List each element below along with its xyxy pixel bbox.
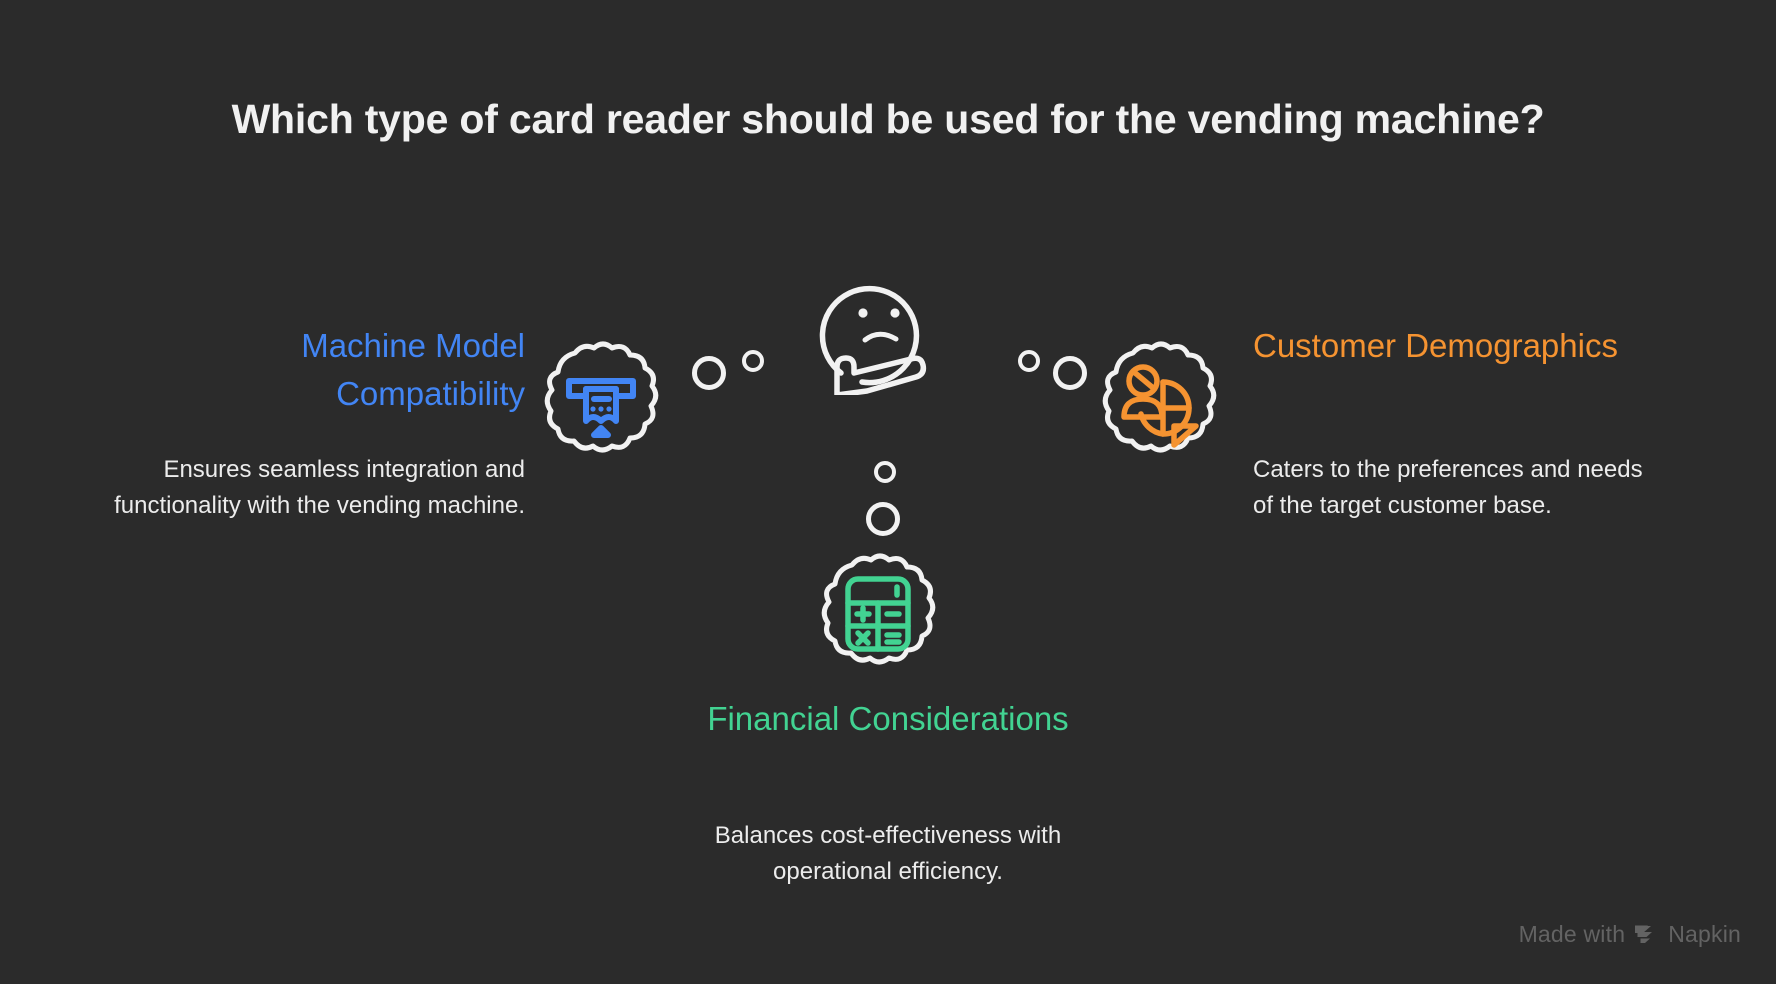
- connector-dot: [1018, 350, 1040, 372]
- connector-dot: [866, 502, 900, 536]
- connector-dot: [742, 350, 764, 372]
- demographics-pie-person-icon: [1121, 364, 1199, 448]
- node-body-customer-demographics: Caters to the preferences and needs of t…: [1253, 456, 1643, 519]
- node-heading-financial-considerations: Financial Considerations: [707, 700, 1069, 737]
- bubble-financial-considerations[interactable]: [818, 553, 938, 669]
- thinking-face-icon: [819, 285, 927, 395]
- napkin-watermark[interactable]: Made with Napkin: [1519, 921, 1741, 948]
- connector-dot: [1053, 356, 1087, 390]
- napkin-logo-icon: [1634, 924, 1659, 945]
- page-title: Which type of card reader should be used…: [231, 96, 1545, 142]
- connector-dot: [874, 461, 896, 483]
- node-body-machine-model-compatibility: Ensures seamless integration and functio…: [114, 456, 525, 519]
- card-reader-icon: [566, 378, 636, 438]
- watermark-brand: Napkin: [1668, 921, 1741, 947]
- node-body-financial-considerations: Balances cost-effectiveness with operati…: [714, 822, 1062, 885]
- calculator-icon: [845, 576, 911, 652]
- node-heading-machine-model-compatibility: Machine Model Compatibility: [301, 327, 525, 412]
- bubble-machine-model-compatibility[interactable]: [541, 341, 661, 457]
- connector-dot: [692, 356, 726, 390]
- node-heading-customer-demographics: Customer Demographics: [1253, 327, 1618, 364]
- watermark-prefix: Made with: [1518, 921, 1626, 947]
- bubble-customer-demographics[interactable]: [1099, 341, 1219, 457]
